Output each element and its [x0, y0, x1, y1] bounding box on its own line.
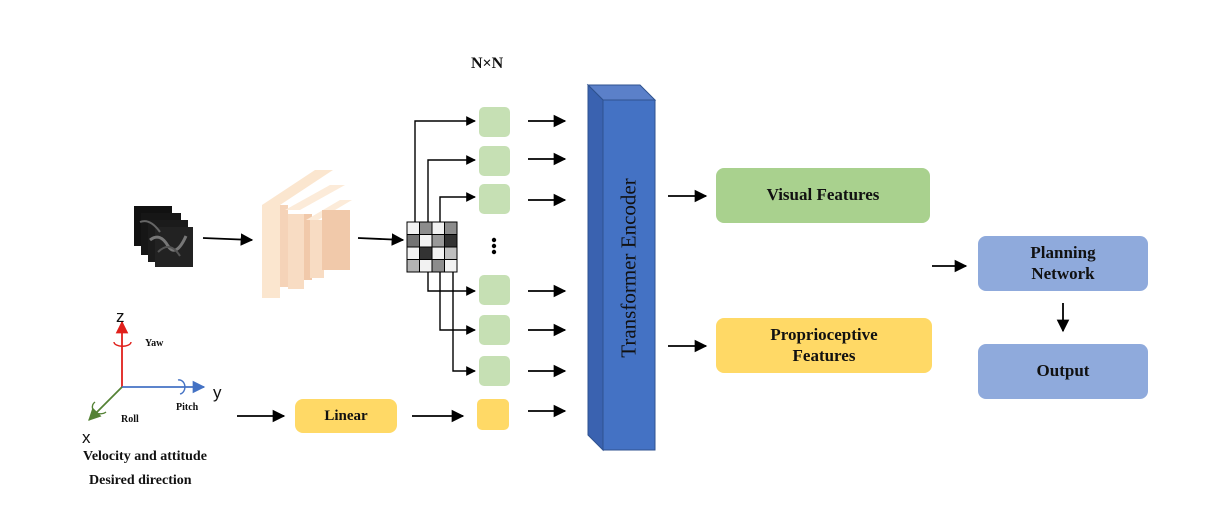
z-axis-label: z — [116, 307, 125, 326]
visual-features-box: Visual Features — [716, 168, 930, 223]
coordinate-axes — [88, 320, 206, 421]
patch-cell — [419, 221, 433, 235]
roll-label: Roll — [121, 414, 139, 425]
pitch-label: Pitch — [176, 402, 199, 413]
visual-tokens — [479, 107, 510, 386]
patch-cell — [431, 221, 445, 235]
patch-cell — [406, 259, 420, 273]
pitch-rotation-icon — [177, 379, 186, 395]
planning-network-box: Planning Network — [978, 236, 1148, 291]
visual-token — [479, 146, 510, 176]
proprio-token — [477, 399, 509, 430]
visual-token — [479, 275, 510, 305]
arrows-tokens-to-encoder — [528, 114, 567, 418]
patch-cell — [406, 221, 420, 235]
visual-token — [479, 107, 510, 137]
encoder-label: Transformer Encoder — [616, 178, 641, 358]
patch-cell — [419, 246, 433, 260]
patch-cell — [444, 234, 458, 248]
arrow-image-to-cnn — [202, 233, 254, 246]
patch-cell — [444, 221, 458, 235]
patch-cell — [444, 259, 458, 273]
visual-token — [479, 184, 510, 214]
proprioceptive-features-box: Proprioceptive Features — [716, 318, 932, 373]
arrow-cnn-to-grid — [357, 233, 405, 246]
patch-cell — [406, 246, 420, 260]
x-axis-label: x — [82, 428, 91, 447]
caption-velocity-attitude: Velocity and attitude — [83, 449, 207, 464]
linear-layer-box: Linear — [295, 399, 397, 433]
visual-token — [479, 356, 510, 386]
roll-rotation-icon — [91, 401, 107, 415]
grid-size-label: N×N — [471, 55, 504, 72]
output-box: Output — [978, 344, 1148, 399]
patch-routing-lines — [414, 116, 476, 376]
input-depth-images — [134, 206, 193, 267]
transformer-encoder-block — [586, 83, 657, 452]
patch-cell — [431, 234, 445, 248]
patch-cell — [406, 234, 420, 248]
yaw-label: Yaw — [145, 338, 164, 349]
caption-desired-direction: Desired direction — [89, 473, 192, 488]
patch-grid — [406, 221, 458, 273]
visual-token — [479, 315, 510, 345]
patch-cell — [431, 259, 445, 273]
x-axis — [88, 386, 123, 421]
yaw-rotation-icon — [113, 341, 132, 347]
cnn-feature-extractor — [262, 170, 352, 298]
patch-cell — [444, 246, 458, 260]
patch-cell — [419, 259, 433, 273]
ellipsis-dots — [491, 237, 497, 255]
y-axis-label: y — [213, 383, 222, 402]
patch-cell — [431, 246, 445, 260]
patch-cell — [419, 234, 433, 248]
